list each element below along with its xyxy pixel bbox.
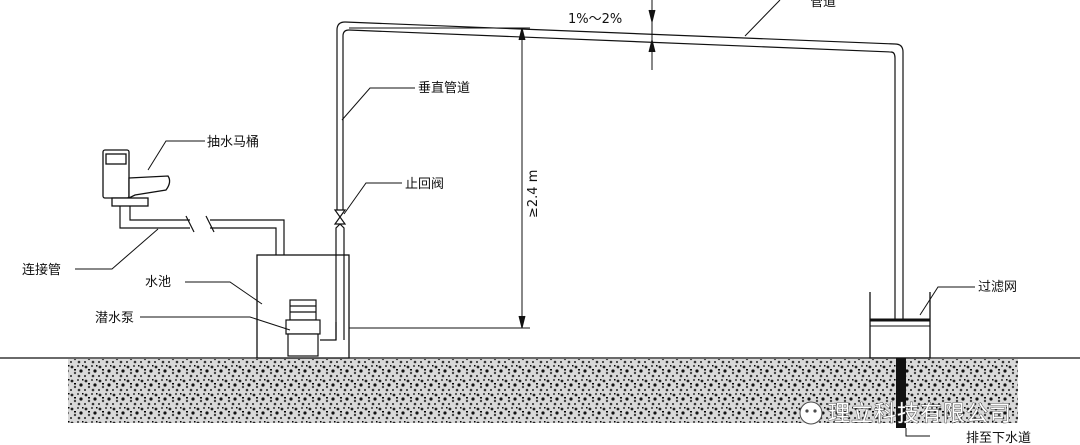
leader-vertical-pipe	[341, 87, 415, 121]
connecting-pipe	[119, 206, 285, 255]
drain-label: 排至下水道	[966, 431, 1031, 445]
tank-label: 水池	[145, 275, 171, 290]
leader-pump	[140, 316, 291, 331]
riser-pipe	[335, 223, 345, 340]
drain-pipe	[896, 358, 930, 437]
top-sloped-pipe	[344, 21, 904, 320]
leader-connecting-pipe	[75, 228, 159, 270]
toilet-icon	[102, 149, 171, 207]
pump-label: 潜水泵	[95, 311, 134, 326]
filter-label: 过滤网	[978, 280, 1017, 295]
height-label: ≥2.4 m	[526, 170, 541, 218]
leader-tank	[185, 281, 263, 305]
pipe-top-label: 管道	[810, 0, 836, 10]
check-valve-icon	[333, 209, 347, 225]
vertical-pipe	[336, 21, 350, 210]
watermark-logo: 理立科技有限公司	[799, 401, 1012, 427]
leader-toilet	[147, 140, 205, 171]
check-valve-label: 止回阀	[405, 177, 444, 192]
height-dimension	[349, 27, 530, 329]
leader-check-valve	[343, 182, 402, 215]
watermark-text: 理立科技有限公司	[828, 402, 1012, 427]
filter-box	[869, 292, 931, 359]
slope-markers	[648, 0, 781, 70]
connecting-pipe-label: 连接管	[22, 262, 61, 278]
toilet-label: 抽水马桶	[207, 135, 259, 150]
vertical-pipe-label: 垂直管道	[418, 81, 470, 96]
leader-filter	[919, 286, 975, 316]
ground-soil	[68, 359, 1018, 423]
slope-label: 1%～2%	[568, 12, 622, 27]
